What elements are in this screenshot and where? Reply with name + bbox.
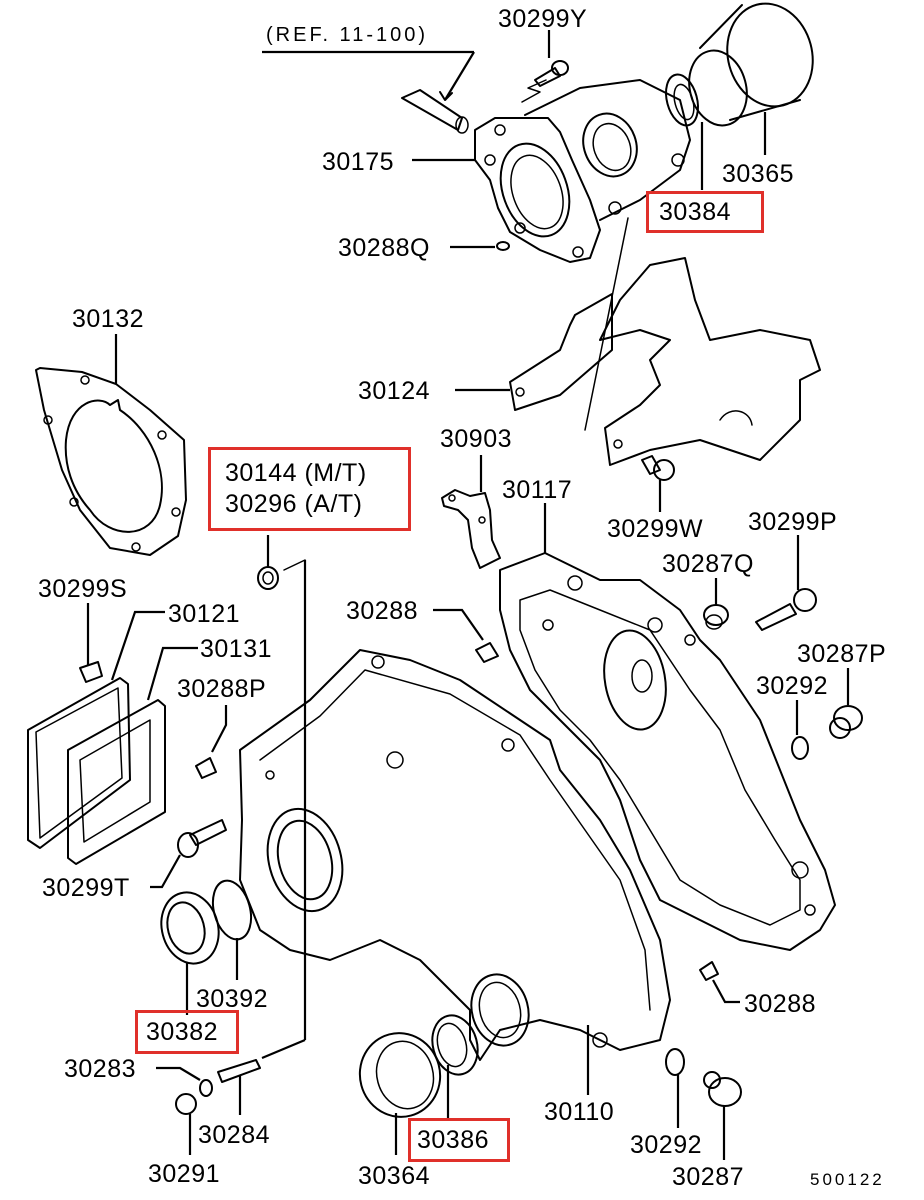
bolt-30299Y xyxy=(521,30,569,103)
part-label-30386[interactable]: 30386 xyxy=(417,1126,490,1154)
plug-30287Q xyxy=(703,578,729,630)
part-label-30392[interactable]: 30392 xyxy=(196,985,269,1013)
part-label-30292-lower[interactable]: 30292 xyxy=(630,1131,703,1159)
part-label-30121[interactable]: 30121 xyxy=(168,600,241,628)
diagram-code: 500122 xyxy=(810,1170,885,1189)
part-label-30284[interactable]: 30284 xyxy=(198,1121,271,1149)
part-label-30299T[interactable]: 30299T xyxy=(42,874,130,902)
part-label-30296[interactable]: 30296 (A/T) xyxy=(225,490,363,518)
stud-30284 xyxy=(217,1059,261,1115)
boot-30364 xyxy=(358,1032,442,1155)
part-label-30175[interactable]: 30175 xyxy=(322,148,395,176)
part-label-30287Q[interactable]: 30287Q xyxy=(662,550,754,578)
case-30117 xyxy=(499,503,836,951)
plug-30287P xyxy=(829,668,863,739)
part-label-30291[interactable]: 30291 xyxy=(148,1160,221,1188)
part-label-30364[interactable]: 30364 xyxy=(358,1162,431,1190)
seal-30144-30296 xyxy=(257,535,307,1060)
highlight-box-30382: 30382 xyxy=(135,1010,239,1054)
part-label-30299W[interactable]: 30299W xyxy=(607,515,704,543)
reference-note: (REF. 11-100) xyxy=(266,24,429,46)
bolt-30299P xyxy=(755,535,817,631)
part-label-30144[interactable]: 30144 (M/T) xyxy=(225,459,367,487)
part-label-30299P[interactable]: 30299P xyxy=(748,508,838,536)
part-label-30292-upper[interactable]: 30292 xyxy=(756,672,829,700)
pin-30288Q xyxy=(450,241,510,251)
part-label-30132[interactable]: 30132 xyxy=(72,305,145,333)
extension-housing-30175 xyxy=(412,79,691,431)
part-label-30288-upper[interactable]: 30288 xyxy=(346,597,419,625)
bolt-30299T xyxy=(150,819,227,889)
part-label-30384[interactable]: 30384 xyxy=(659,198,732,226)
washer-30292-upper xyxy=(791,700,809,760)
shim-30392 xyxy=(211,879,253,980)
highlight-box-30144-30296: 30144 (M/T) 30296 (A/T) xyxy=(208,447,411,531)
gasket-30132 xyxy=(35,334,187,556)
seal-30384 xyxy=(665,73,704,190)
bolt-30299W xyxy=(641,455,675,512)
part-label-30131[interactable]: 30131 xyxy=(200,635,273,663)
washer-30283 xyxy=(156,1066,213,1097)
part-label-30288P[interactable]: 30288P xyxy=(177,675,267,703)
part-label-30110[interactable]: 30110 xyxy=(544,1098,615,1126)
part-label-30288Q[interactable]: 30288Q xyxy=(338,234,430,262)
part-label-30124[interactable]: 30124 xyxy=(358,377,431,405)
part-label-30299S[interactable]: 30299S xyxy=(38,575,128,603)
pin-30288-lower xyxy=(699,961,740,1004)
cover-30124 xyxy=(455,257,821,466)
plug-30287 xyxy=(703,1071,742,1160)
part-label-30288-lower[interactable]: 30288 xyxy=(744,990,817,1018)
bolt-30299S xyxy=(79,603,103,683)
bracket-30903 xyxy=(441,455,501,569)
seal-30386 xyxy=(431,1014,479,1118)
housing-30110 xyxy=(239,649,671,1095)
reference-pointer xyxy=(262,50,475,134)
washer-30292-lower xyxy=(665,1048,685,1128)
part-label-30117[interactable]: 30117 xyxy=(502,476,573,504)
highlight-box-30386: 30386 xyxy=(408,1118,510,1162)
cover-30121 xyxy=(27,610,165,849)
pin-30288-upper xyxy=(433,608,499,663)
part-label-30287[interactable]: 30287 xyxy=(672,1163,745,1191)
part-label-30365[interactable]: 30365 xyxy=(722,160,795,188)
part-label-30903[interactable]: 30903 xyxy=(440,425,513,453)
part-label-30299Y[interactable]: 30299Y xyxy=(498,5,588,33)
part-label-30287P[interactable]: 30287P xyxy=(797,640,887,668)
highlight-box-30384: 30384 xyxy=(646,191,764,233)
part-label-30382[interactable]: 30382 xyxy=(146,1018,219,1046)
gasket-30131 xyxy=(67,646,198,865)
pin-30288P xyxy=(195,705,228,779)
nut-30291 xyxy=(175,1093,197,1155)
part-label-30283[interactable]: 30283 xyxy=(64,1055,137,1083)
